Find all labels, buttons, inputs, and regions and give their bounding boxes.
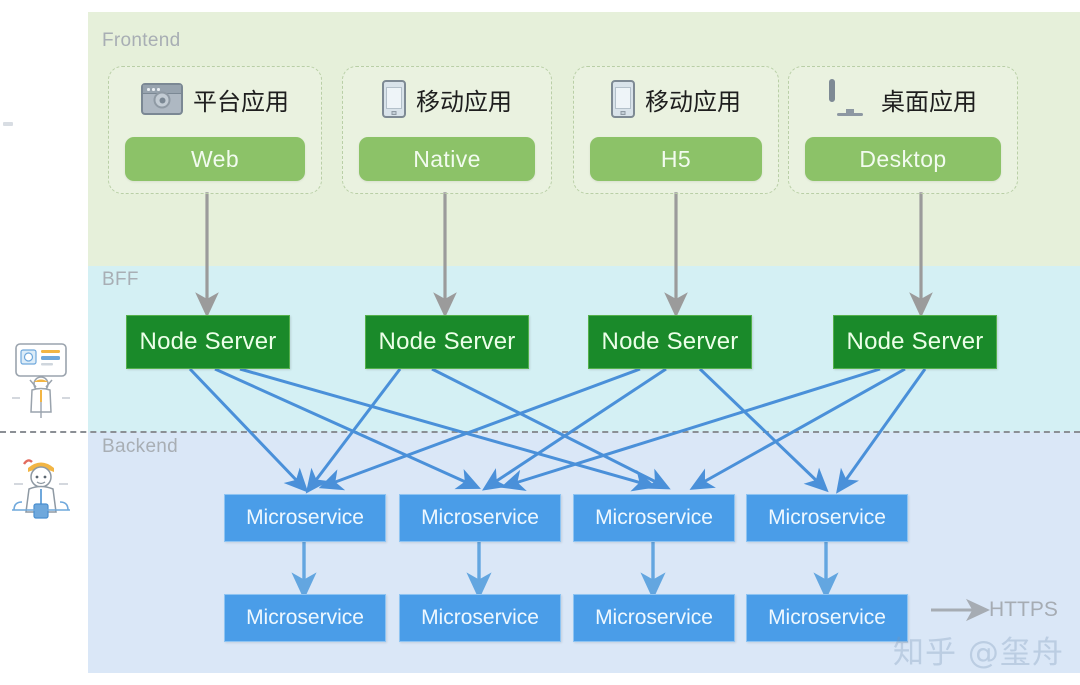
node-server-1[interactable]: Node Server — [365, 315, 529, 369]
node-server-2[interactable]: Node Server — [588, 315, 752, 369]
stray-mark — [3, 122, 13, 126]
pill-native[interactable]: Native — [359, 137, 535, 181]
browser-icon — [141, 83, 183, 115]
card-title: 移动应用 — [645, 87, 741, 116]
card-header: 移动应用 — [343, 77, 551, 121]
microservice-r1-3[interactable]: Microservice — [746, 494, 908, 542]
card-title: 桌面应用 — [881, 87, 977, 116]
phone-icon — [382, 80, 406, 118]
card-header: 移动应用 — [574, 77, 778, 121]
frontend-card-platform[interactable]: 平台应用 Web — [108, 66, 322, 194]
frontend-card-desktop[interactable]: 桌面应用 Desktop — [788, 66, 1018, 194]
microservice-r1-2[interactable]: Microservice — [573, 494, 735, 542]
node-server-3[interactable]: Node Server — [833, 315, 997, 369]
microservice-r1-1[interactable]: Microservice — [399, 494, 561, 542]
node-server-0[interactable]: Node Server — [126, 315, 290, 369]
phone-icon — [611, 80, 635, 118]
legend-https: HTTPS — [931, 598, 1058, 622]
microservice-r2-1[interactable]: Microservice — [399, 594, 561, 642]
band-label-bff: BFF — [102, 269, 139, 290]
microservice-r2-2[interactable]: Microservice — [573, 594, 735, 642]
person-at-desk-illustration — [6, 448, 76, 528]
card-title: 平台应用 — [193, 87, 289, 116]
card-header: 桌面应用 — [789, 77, 1017, 121]
microservice-r2-3[interactable]: Microservice — [746, 594, 908, 642]
card-title: 移动应用 — [416, 87, 512, 116]
frontend-card-mobile-h5[interactable]: 移动应用 H5 — [573, 66, 779, 194]
illustration-rail — [0, 0, 88, 685]
pill-desktop[interactable]: Desktop — [805, 137, 1001, 181]
frontend-card-mobile-native[interactable]: 移动应用 Native — [342, 66, 552, 194]
legend-label: HTTPS — [989, 598, 1058, 621]
pill-h5[interactable]: H5 — [590, 137, 762, 181]
pill-web[interactable]: Web — [125, 137, 305, 181]
band-label-frontend: Frontend — [102, 30, 181, 51]
monitor-icon — [829, 79, 871, 116]
microservice-r1-0[interactable]: Microservice — [224, 494, 386, 542]
microservice-r2-0[interactable]: Microservice — [224, 594, 386, 642]
person-presenting-illustration — [6, 340, 76, 420]
bff-backend-divider — [0, 431, 1080, 433]
card-header: 平台应用 — [109, 77, 321, 121]
band-label-backend: Backend — [102, 436, 179, 457]
